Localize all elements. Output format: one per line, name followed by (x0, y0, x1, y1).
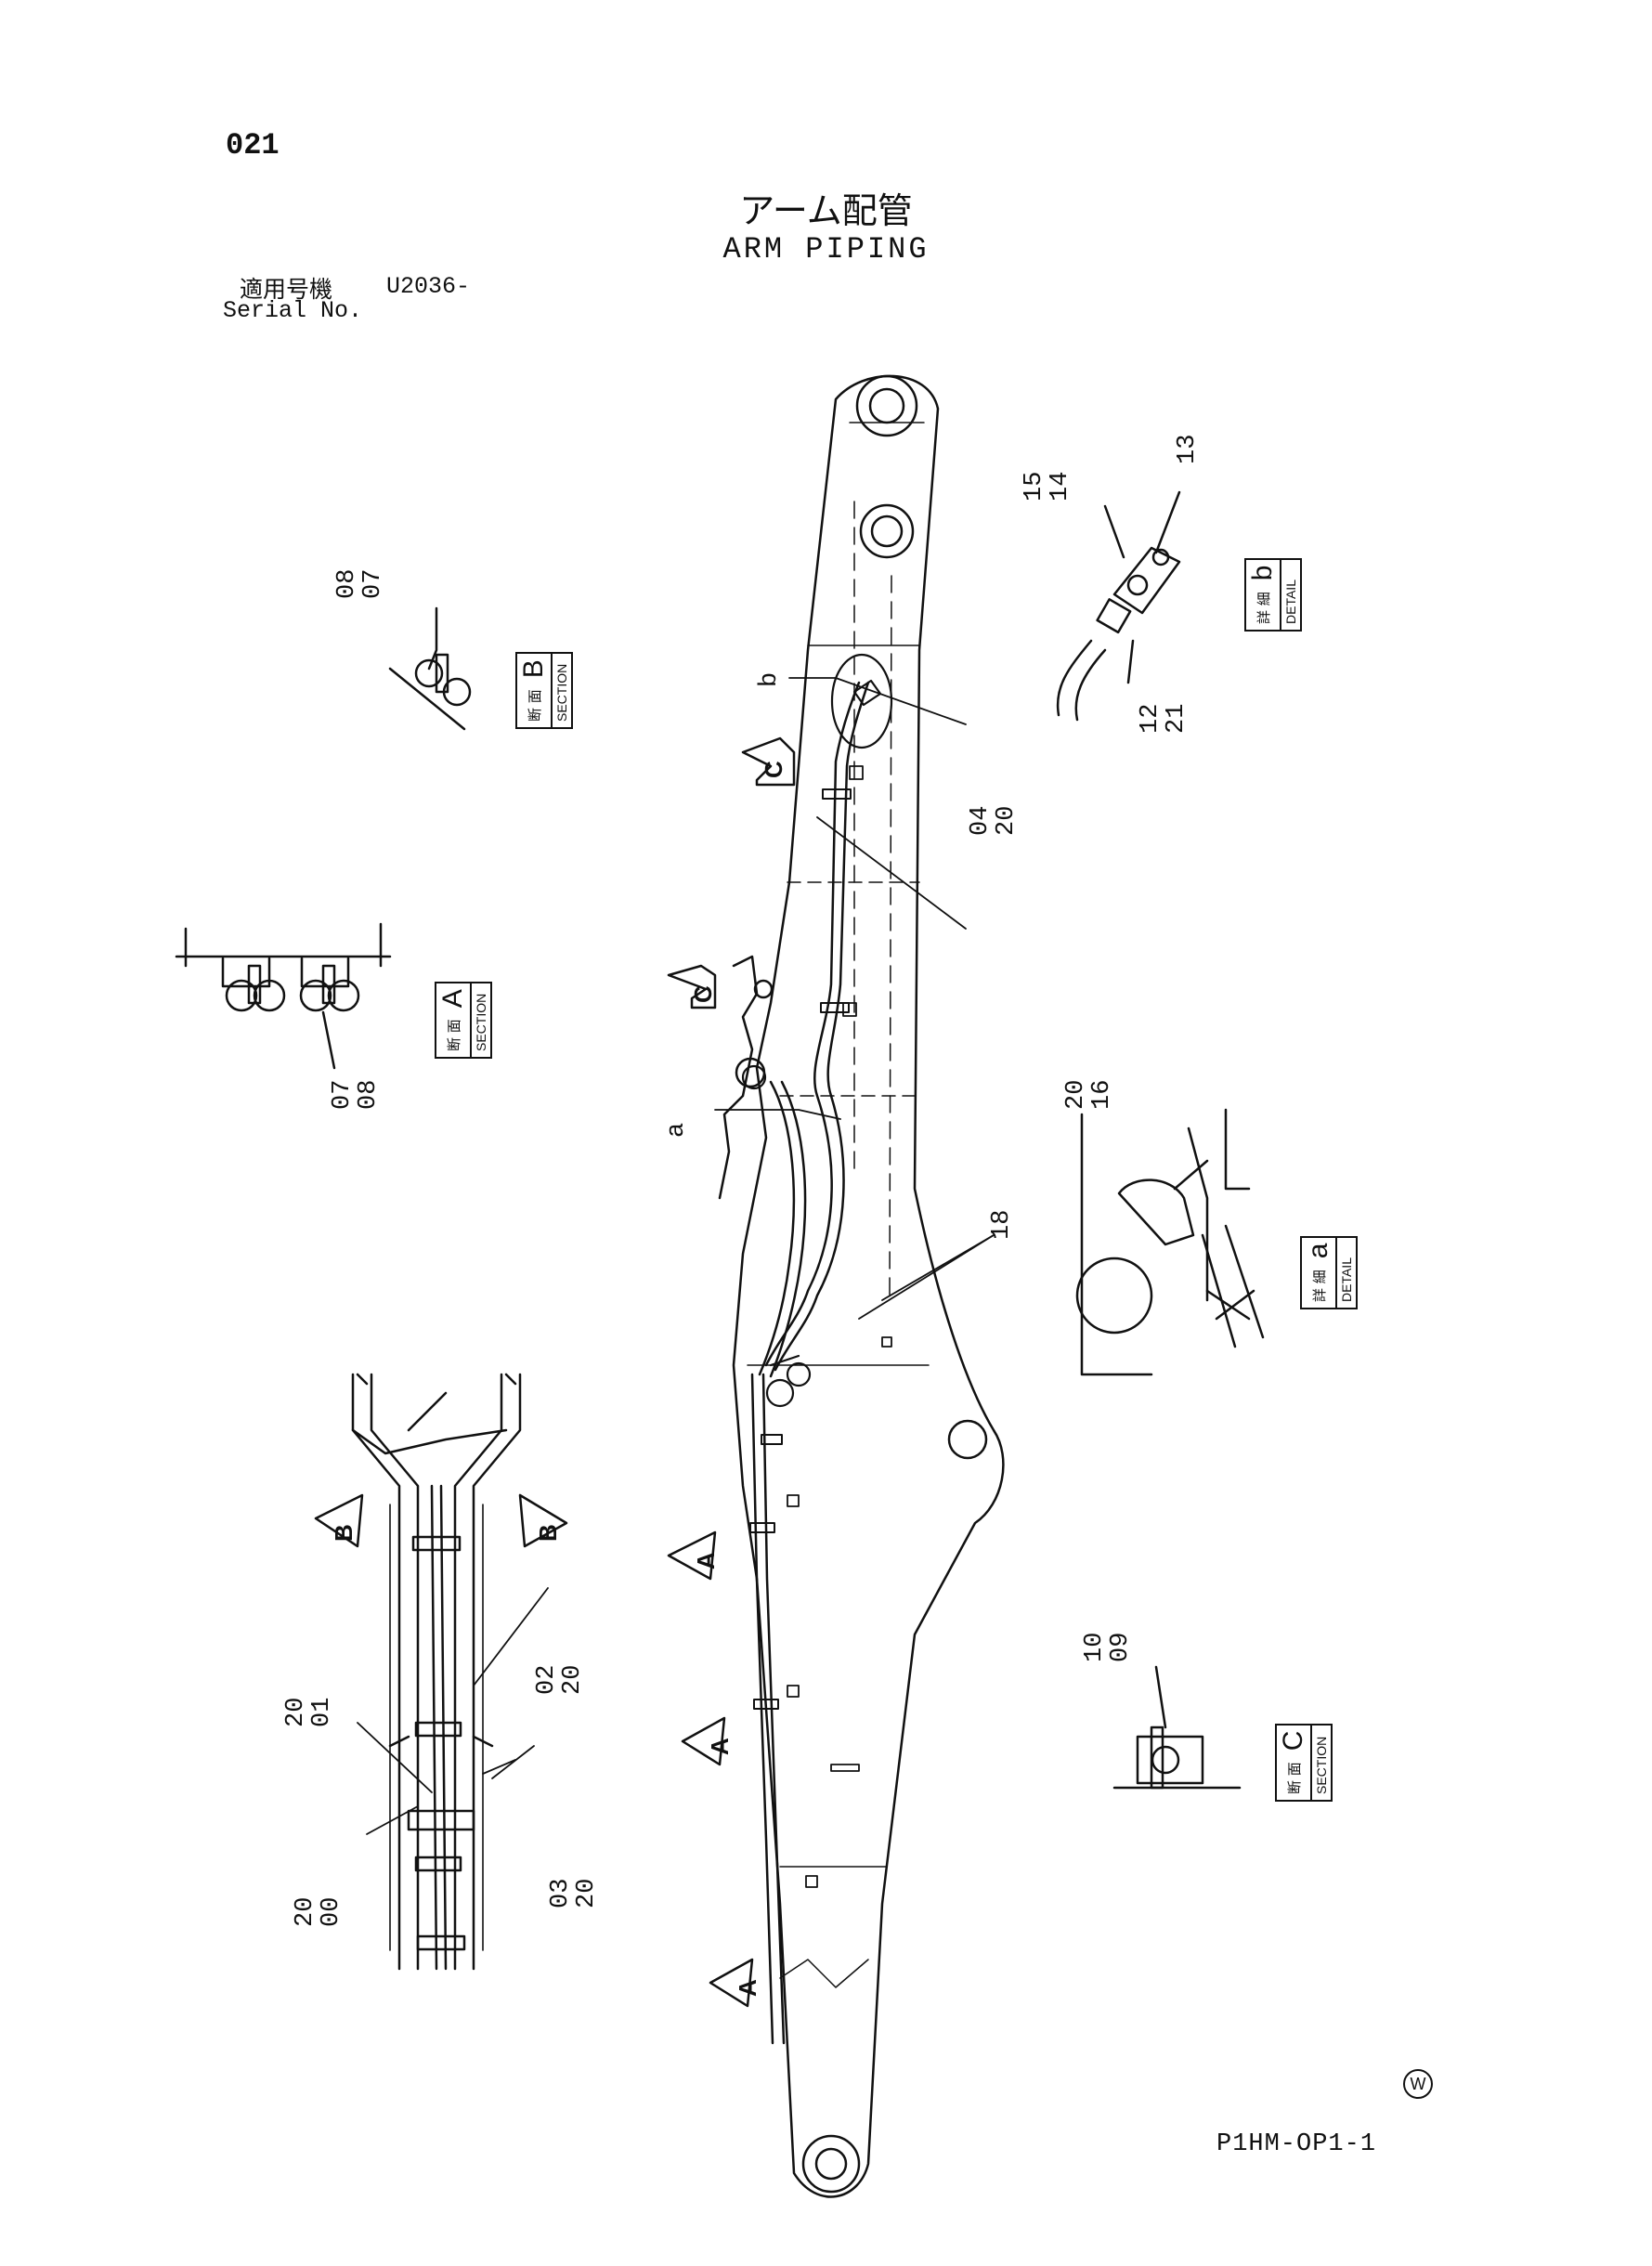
hose-clamps (749, 788, 852, 1710)
callout-13: 13 (1174, 434, 1202, 464)
plan-view-hose-bundle (351, 1373, 522, 1971)
view-arrow-a-3 (709, 1958, 754, 2008)
section-a-view (175, 922, 392, 1070)
arm-bracket (718, 955, 774, 1200)
leaders (714, 677, 995, 1320)
serial-value: U2036- (386, 273, 471, 300)
arm-pin-bottom (801, 2134, 861, 2194)
view-letter-b-left: B (330, 1524, 358, 1542)
detail-b-view (1056, 490, 1181, 722)
view-arrow-b-right (518, 1493, 568, 1548)
callout-18: 18 (988, 1209, 1016, 1240)
serial-label-japanese: 適用号機 (240, 276, 333, 303)
view-letter-a-2: A (706, 1738, 734, 1755)
arm-pin-top (855, 374, 918, 437)
arm-body (732, 374, 1005, 2198)
title-japanese: アーム配管 (739, 190, 913, 231)
view-arrow-a-2 (681, 1716, 726, 1766)
view-letter-c-lower: C (689, 985, 717, 1003)
detail-a-view (1075, 1108, 1265, 1376)
arm-pin-lower (947, 1419, 988, 1460)
arm-pin-mid (859, 503, 915, 559)
view-arrow-c-lower (667, 964, 717, 1009)
circled-w-mark: W (1403, 2069, 1433, 2099)
view-letter-c-upper: C (760, 761, 787, 778)
section-c-view (1112, 1665, 1242, 1790)
drawing-code: P1HM-OP1-1 (1216, 2130, 1377, 2158)
view-letter-b-right: B (534, 1524, 562, 1542)
serial-label-english: Serial No. (223, 297, 363, 324)
hose-lines (750, 681, 870, 2045)
page-number: 021 (226, 128, 280, 163)
callout-a: a (663, 1122, 691, 1138)
callout-b: b (756, 671, 784, 687)
view-arrow-a-1 (667, 1530, 717, 1581)
section-b-view (388, 606, 472, 731)
title-english: ARM PIPING (722, 232, 930, 267)
view-arrow-c-upper (741, 736, 796, 787)
view-letter-a-1: A (692, 1552, 720, 1569)
plan-leaders (357, 1587, 549, 1835)
view-letter-a-3: A (734, 1979, 761, 1997)
view-arrow-b-left (314, 1493, 364, 1548)
